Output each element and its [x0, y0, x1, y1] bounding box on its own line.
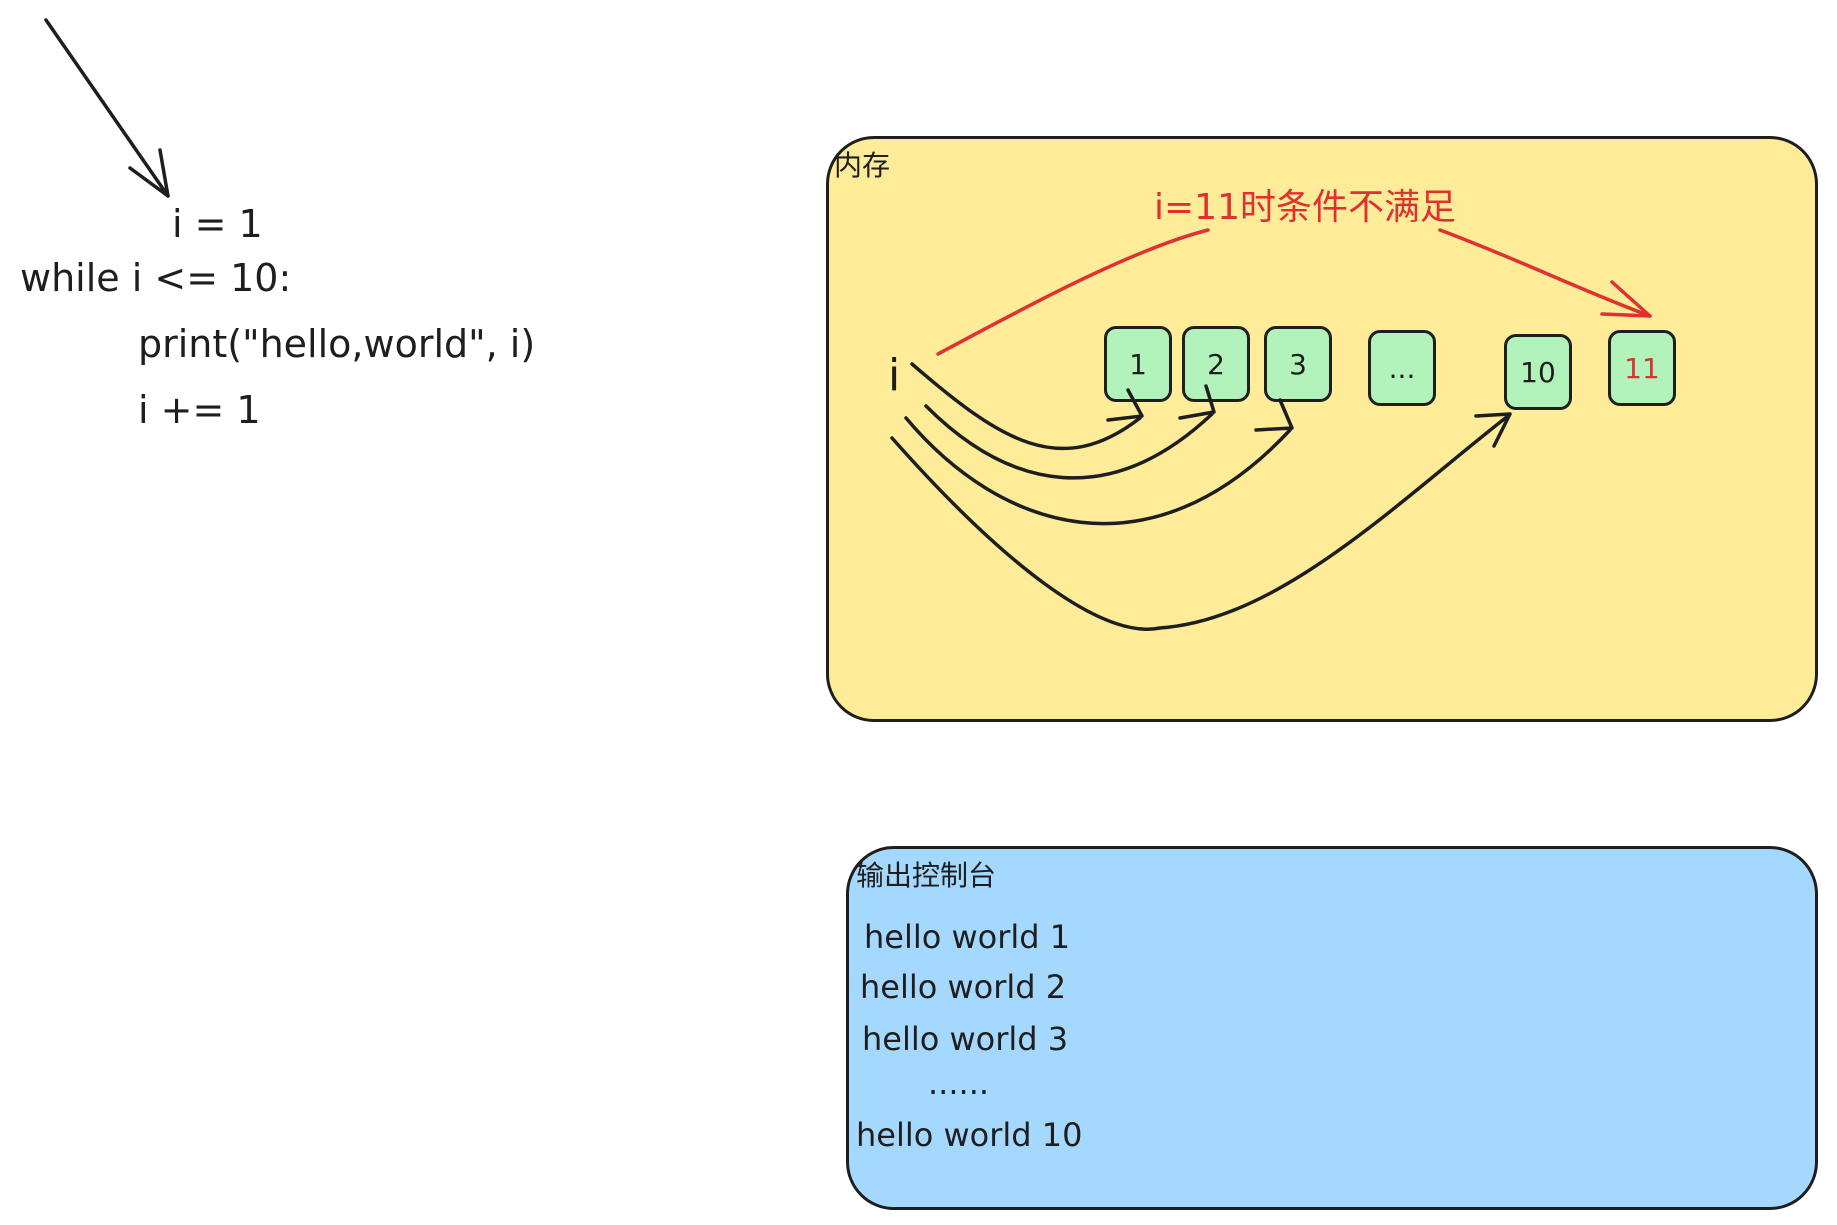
variable-i-label: i: [888, 350, 901, 401]
code-line-while: while i <= 10:: [20, 256, 292, 300]
memory-cell-1: 1: [1104, 326, 1172, 402]
memory-cell-10: 10: [1504, 334, 1572, 410]
code-line-print: print("hello,world", i): [138, 322, 536, 366]
console-title: 输出控制台: [856, 859, 997, 892]
console-line-3: hello world 3: [862, 1020, 1069, 1058]
arrow-to-cell-10: [890, 414, 1510, 631]
red-arrow-head: [1600, 280, 1652, 318]
arrow-to-cell-10-head: [1474, 412, 1512, 448]
console-line-1: hello world 1: [864, 918, 1071, 956]
memory-cell-3: 3: [1264, 326, 1332, 402]
pointer-arrow-head: [128, 148, 170, 198]
memory-title: 内存: [834, 149, 891, 182]
pointer-arrow: [44, 18, 170, 198]
condition-annotation: i=11时条件不满足: [1154, 187, 1456, 228]
console-line-2: hello world 2: [860, 968, 1067, 1006]
arrow-to-cell-2-head: [1178, 384, 1216, 420]
arrow-to-cell-1: [910, 362, 1142, 451]
arrow-to-cell-3-head: [1254, 398, 1294, 432]
console-line-10: hello world 10: [856, 1116, 1083, 1154]
memory-cell-11: 11: [1608, 330, 1676, 406]
arrow-to-cell-2: [924, 404, 1214, 480]
code-line-init: i = 1: [172, 202, 263, 246]
console-line-ellipsis: ......: [928, 1064, 990, 1102]
arrow-to-cell-3: [904, 416, 1292, 526]
console-panel: [846, 846, 1818, 1210]
code-line-increment: i += 1: [138, 388, 261, 432]
memory-panel: [826, 136, 1818, 722]
red-arrow-left: [936, 228, 1210, 356]
memory-cell-2: 2: [1182, 326, 1250, 402]
memory-cell-ellipsis: ...: [1368, 330, 1436, 406]
arrow-to-cell-1-head: [1106, 388, 1144, 422]
red-arrow-right: [1438, 228, 1652, 318]
